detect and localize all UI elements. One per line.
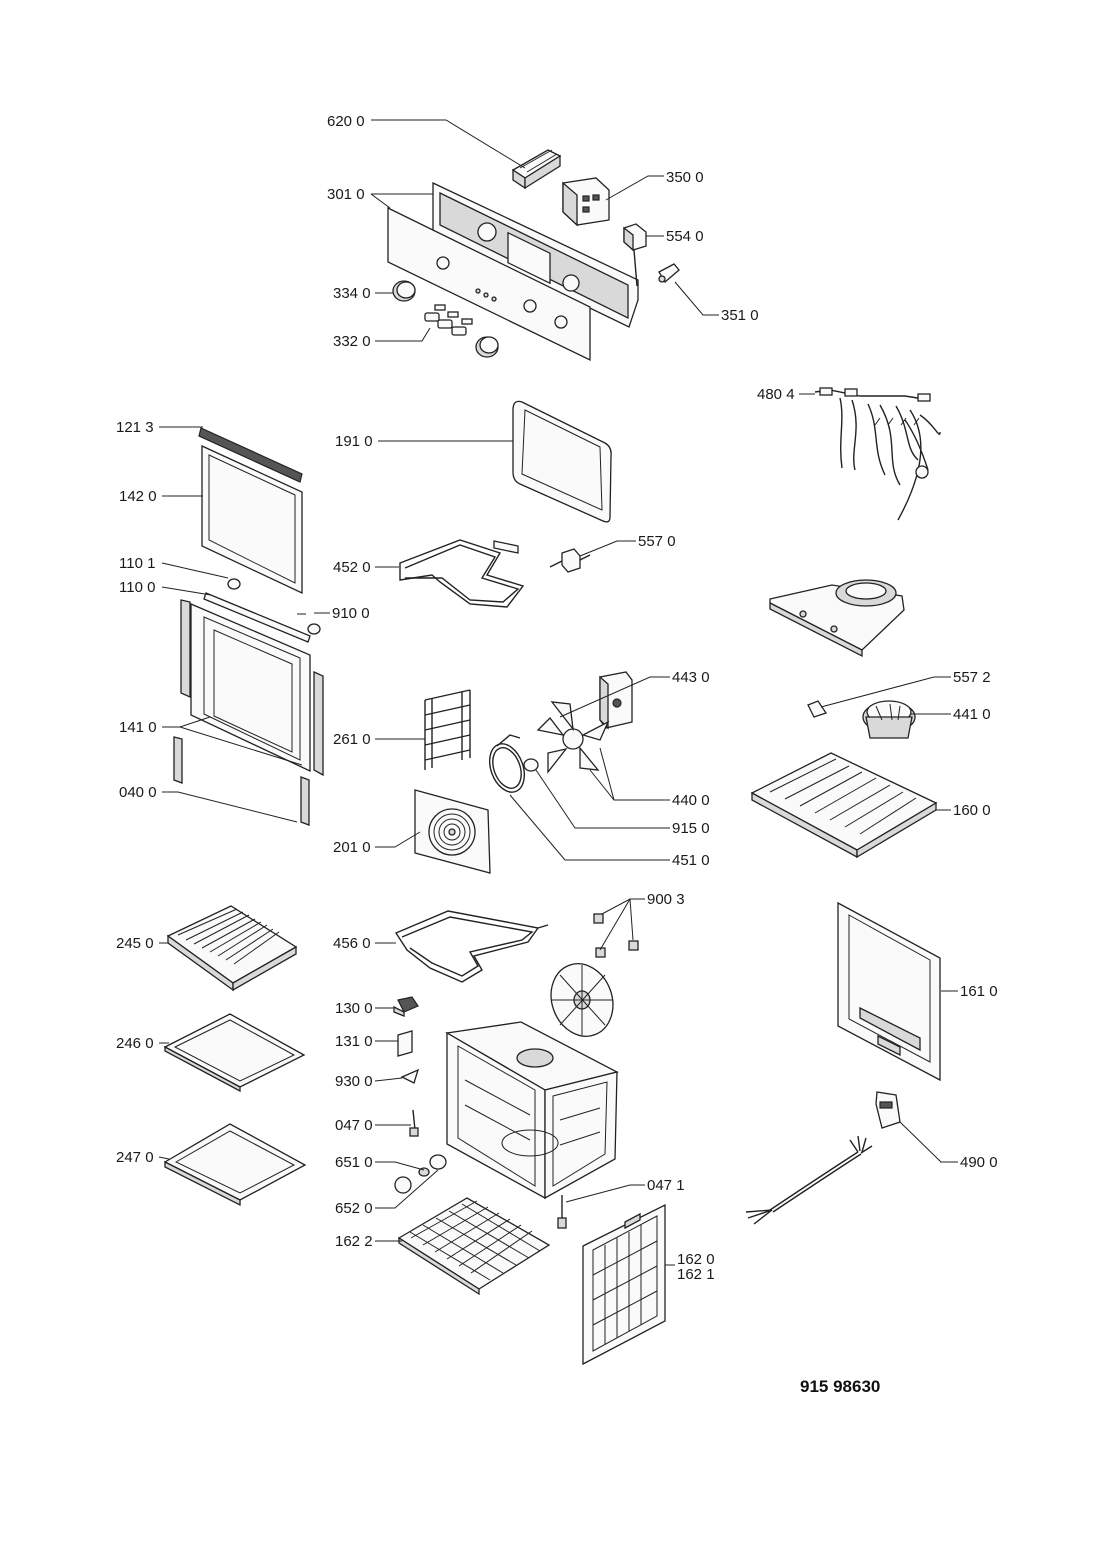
- label-480: 480 4: [757, 386, 795, 403]
- sensor-047-1: [557, 1195, 567, 1229]
- circular-element-451: [489, 734, 525, 793]
- label-334: 334 0: [333, 285, 371, 302]
- shelf-rack-261: [424, 689, 471, 770]
- label-332: 332 0: [333, 333, 371, 350]
- label-900: 900 3: [647, 891, 685, 908]
- door-frame-141: [190, 603, 311, 773]
- label-161: 161 0: [960, 983, 998, 1000]
- label-441: 441 0: [953, 706, 991, 723]
- label-160: 160 0: [953, 802, 991, 819]
- label-121: 121 3: [116, 419, 154, 436]
- bracket-131: [397, 1030, 413, 1057]
- door-top-trim: [198, 427, 303, 483]
- lower-element-456: [394, 910, 549, 983]
- drawing-code: 915 98630: [800, 1377, 880, 1396]
- baking-tray-246: [163, 1013, 306, 1093]
- spindles-332: [424, 304, 473, 336]
- control-panel-front: [387, 206, 591, 362]
- label-131: 131 0: [335, 1033, 373, 1050]
- label-915: 915 0: [672, 820, 710, 837]
- motor-441: [862, 700, 916, 739]
- wire-harness-480: [814, 387, 941, 521]
- top-duct: [769, 579, 905, 658]
- label-142: 142 0: [119, 488, 157, 505]
- label-440: 440 0: [672, 792, 710, 809]
- label-247: 247 0: [116, 1149, 154, 1166]
- hinge-040: [173, 736, 183, 784]
- grid-shelf-160: [750, 752, 938, 859]
- programmer-350: [562, 177, 610, 227]
- label-047-1: 047 1: [647, 1177, 685, 1194]
- label-554: 554 0: [666, 228, 704, 245]
- label-245: 245 0: [116, 935, 154, 952]
- label-110-0: 110 0: [119, 579, 155, 596]
- lamp-652: [394, 1176, 412, 1194]
- thermostat-557: [549, 548, 591, 573]
- deep-pan-247: [163, 1123, 307, 1207]
- label-620: 620 0: [327, 113, 365, 130]
- sensor-047: [409, 1109, 419, 1137]
- label-452: 452 0: [333, 559, 371, 576]
- label-557: 557 0: [638, 533, 676, 550]
- switch-554: [623, 223, 647, 287]
- door-group: [173, 427, 324, 826]
- hinge-catch-130: [393, 996, 419, 1017]
- label-443: 443 0: [672, 669, 710, 686]
- label-141: 141 0: [119, 719, 157, 736]
- hinge-cover: [227, 578, 241, 590]
- label-162-2: 162 2: [335, 1233, 373, 1250]
- label-110-1: 110 1: [119, 555, 155, 572]
- label-040: 040 0: [119, 784, 157, 801]
- label-451: 451 0: [672, 852, 710, 869]
- label-162-1: 162 1: [677, 1266, 715, 1283]
- label-490: 490 0: [960, 1154, 998, 1171]
- label-652: 652 0: [335, 1200, 373, 1217]
- knob-334: [392, 280, 416, 302]
- label-456: 456 0: [333, 935, 371, 952]
- label-301: 301 0: [327, 186, 365, 203]
- oven-cavity: [445, 1021, 619, 1200]
- grid-162-2: [397, 1197, 551, 1296]
- lamp-651: [418, 1154, 447, 1177]
- clip-557-2: [807, 700, 828, 718]
- clips-900: [593, 913, 639, 958]
- label-557-2: 557 2: [953, 669, 991, 686]
- control-panel-group: [387, 149, 680, 362]
- door-glass-142: [201, 444, 303, 595]
- fan-blade-440: [536, 701, 610, 774]
- label-201: 201 0: [333, 839, 371, 856]
- rear-cover-201: [414, 789, 491, 874]
- nut-915: [523, 758, 539, 772]
- gasket-191: [512, 400, 612, 523]
- fan-motor-443: [599, 671, 633, 730]
- knob-lower: [475, 336, 499, 358]
- label-350: 350 0: [666, 169, 704, 186]
- door-handle: [203, 592, 311, 643]
- leader-lines: [158, 119, 958, 1266]
- label-162-0: 162 0: [677, 1251, 715, 1268]
- label-261: 261 0: [333, 731, 371, 748]
- label-930: 930 0: [335, 1073, 373, 1090]
- label-910: 910 0: [332, 605, 370, 622]
- label-130: 130 0: [335, 1000, 373, 1017]
- clip-930: [400, 1068, 420, 1084]
- lamp-351: [658, 263, 680, 283]
- part-labels: 620 0 350 0 301 0 554 0 334 0 351 0 332 …: [116, 113, 998, 1396]
- connector-620: [511, 149, 562, 190]
- fan-disc: [550, 963, 614, 1037]
- grid-shelf-245: [166, 905, 298, 992]
- label-047: 047 0: [335, 1117, 373, 1134]
- power-cord-490: [745, 1091, 901, 1225]
- label-351: 351 0: [721, 307, 759, 324]
- grill-element-452: [399, 539, 525, 608]
- label-191: 191 0: [335, 433, 373, 450]
- label-651: 651 0: [335, 1154, 373, 1171]
- side-panel-161: [837, 901, 941, 1082]
- label-246: 246 0: [116, 1035, 154, 1052]
- catalytic-panel-162: [582, 1203, 666, 1366]
